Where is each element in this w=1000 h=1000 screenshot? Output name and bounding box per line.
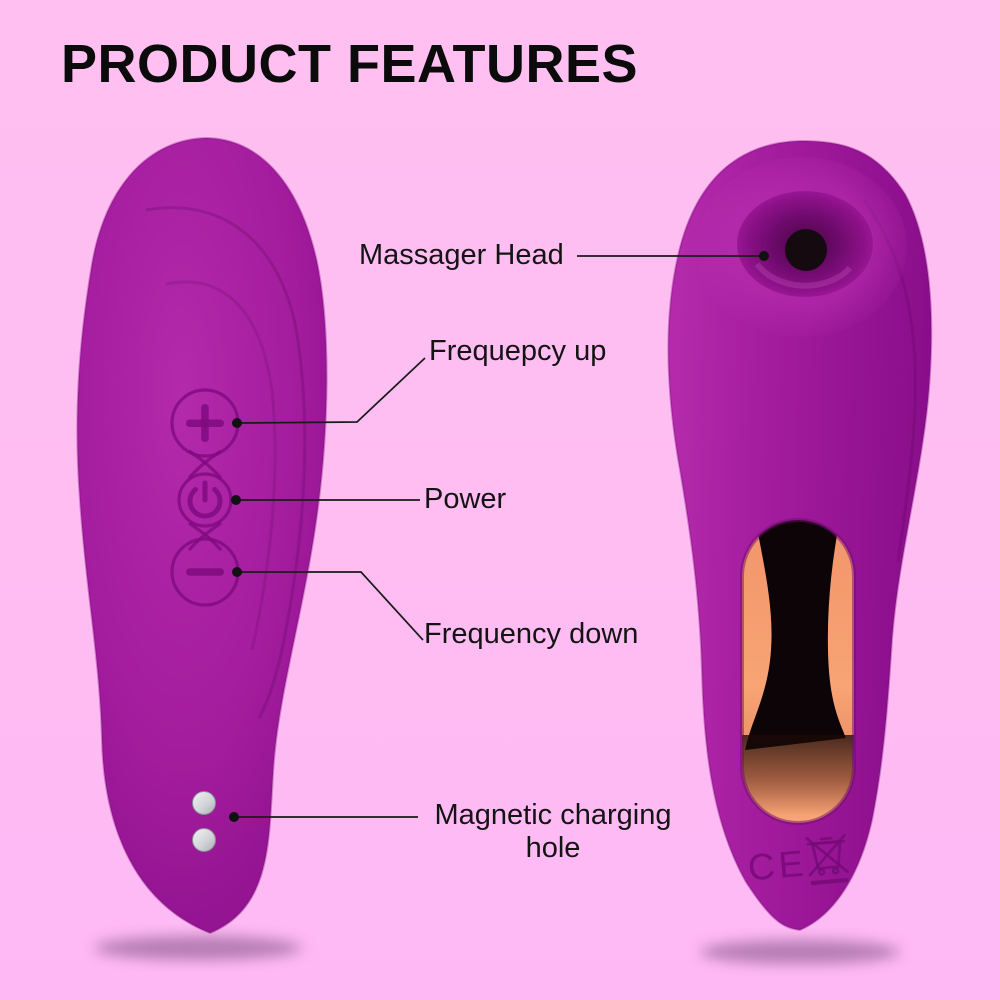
weee-icon bbox=[805, 833, 850, 885]
annotation-dot bbox=[759, 251, 769, 261]
right-device-shadow bbox=[700, 940, 900, 964]
magnetic-charging-hole-label: Magnetic charging hole bbox=[434, 799, 672, 864]
frequency-up-line bbox=[237, 357, 426, 424]
magnetic-charging-pins bbox=[192, 791, 216, 852]
frequency-down-line bbox=[238, 571, 424, 641]
massager-head-label: Massager Head bbox=[359, 239, 564, 271]
cutaway-window bbox=[740, 518, 856, 825]
ce-mark: CE bbox=[746, 842, 809, 888]
annotation-lines bbox=[235, 255, 764, 818]
frequency-up-label: Frequepcy up bbox=[429, 335, 607, 367]
chain-link-upper-x bbox=[187, 449, 222, 480]
regulatory-markings: CE bbox=[746, 833, 850, 888]
plus-icon bbox=[186, 404, 224, 442]
suction-hole bbox=[785, 229, 827, 271]
button-glyphs bbox=[186, 404, 224, 576]
frequency-down-label: Frequency down bbox=[424, 618, 639, 650]
device-back-ridge-outer bbox=[145, 206, 307, 719]
power-icon bbox=[187, 480, 223, 519]
device-back-view bbox=[76, 136, 328, 935]
annotation-dot bbox=[231, 495, 241, 505]
annotation-dots bbox=[229, 251, 769, 822]
annotation-dot bbox=[232, 418, 242, 428]
annotation-dot bbox=[232, 567, 242, 577]
minus-icon bbox=[186, 568, 224, 576]
left-device-shadow bbox=[94, 936, 302, 960]
power-label: Power bbox=[424, 483, 507, 515]
chain-link-lower bbox=[188, 521, 223, 552]
device-front-view: CE bbox=[667, 139, 933, 932]
cutaway-internal-silhouette bbox=[745, 520, 846, 750]
cutaway-rim bbox=[740, 518, 856, 825]
page-title: PRODUCT FEATURES bbox=[61, 34, 639, 94]
charging-pin-top bbox=[192, 791, 216, 815]
charging-pin-bottom bbox=[192, 828, 216, 852]
chain-link-lower-x bbox=[187, 521, 222, 552]
chain-link-upper bbox=[188, 449, 223, 480]
funnel-highlight bbox=[754, 262, 853, 289]
cutaway-floor-shadow bbox=[742, 735, 854, 815]
annotation-dot bbox=[229, 812, 239, 822]
